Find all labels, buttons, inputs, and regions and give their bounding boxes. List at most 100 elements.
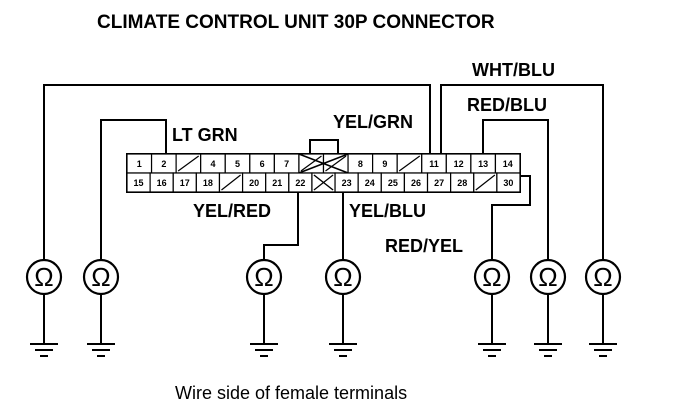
- top-row-cell-2: 2: [150, 153, 177, 174]
- terminal-number: 13: [478, 159, 488, 169]
- meter-6: Ω: [529, 258, 567, 357]
- label-red-yel: RED/YEL: [385, 236, 463, 256]
- ohm-symbol: Ω: [333, 262, 352, 292]
- terminal-number: 22: [295, 178, 305, 188]
- empty-terminal-mark: [221, 174, 241, 191]
- meter-2: Ω: [82, 258, 120, 357]
- label-red-blu: RED/BLU: [467, 95, 547, 115]
- bottom-row-cell-4: 18: [195, 172, 221, 193]
- top-row-cell-16: 14: [494, 153, 521, 174]
- blocked-cavity-cross-b: [298, 153, 349, 174]
- terminal-number: 14: [503, 159, 513, 169]
- diagram-caption: Wire side of female terminals: [175, 383, 407, 403]
- terminal-number: 12: [454, 159, 464, 169]
- empty-terminal-mark: [325, 155, 347, 172]
- terminal-number: 5: [235, 159, 240, 169]
- bottom-row-cell-3: 17: [172, 172, 197, 193]
- bottom-row-cell-15: 28: [450, 172, 475, 193]
- terminal-number: 9: [382, 159, 387, 169]
- terminal-number: 2: [161, 159, 166, 169]
- terminal-number: 24: [365, 178, 375, 188]
- ohm-symbol: Ω: [593, 262, 612, 292]
- terminal-number: 16: [157, 178, 167, 188]
- top-row-cell-12: [396, 153, 423, 174]
- bottom-row-cell-6: 20: [241, 172, 267, 193]
- label-yel-red: YEL/RED: [193, 201, 271, 221]
- terminal-number: 15: [134, 178, 144, 188]
- meter-4: Ω: [324, 258, 362, 357]
- top-row-cell-9: [322, 153, 349, 174]
- top-row-cell-3: [175, 153, 202, 174]
- bottom-row-cell-10: 23: [334, 172, 359, 193]
- terminal-number: 8: [358, 159, 363, 169]
- ohm-symbol: Ω: [91, 262, 110, 292]
- ohm-symbol: Ω: [538, 262, 557, 292]
- wire-red-yel: [491, 175, 531, 260]
- label-yel-blu: YEL/BLU: [349, 201, 426, 221]
- bottom-row-cell-17: 30: [496, 172, 521, 193]
- wire-red-blu: [482, 119, 549, 260]
- top-row-cell-11: 9: [372, 153, 398, 174]
- empty-terminal-mark: [398, 155, 421, 172]
- meter-5: Ω: [473, 258, 511, 357]
- bottom-row-cell-2: 16: [149, 172, 174, 193]
- terminal-cavity: [496, 172, 521, 193]
- bottom-row-cell-11: 24: [357, 172, 382, 193]
- bottom-row-cell-1: 15: [126, 172, 151, 193]
- terminal-number: 20: [249, 178, 259, 188]
- terminal-number: 6: [260, 159, 265, 169]
- wire-yel-red: [263, 192, 299, 260]
- wire-lt-grn: [100, 119, 167, 260]
- connector-latch: [309, 139, 339, 154]
- top-row-cell-6: 6: [249, 153, 275, 174]
- bottom-row-cell-8: 22: [288, 172, 313, 193]
- bottom-row-cell-14: 27: [426, 172, 452, 193]
- blocked-cavity-x-a: [313, 174, 334, 191]
- terminal-number: 27: [434, 178, 444, 188]
- terminal-number: 25: [388, 178, 398, 188]
- meter-7: Ω: [584, 258, 622, 357]
- wires: [43, 84, 604, 260]
- ohm-symbol: Ω: [482, 262, 501, 292]
- top-row-cell-15: 13: [470, 153, 497, 174]
- bottom-row-cell-7: 21: [265, 172, 290, 193]
- wire-wht-blu: [440, 84, 604, 260]
- bottom-row-cell-13: 26: [403, 172, 429, 193]
- terminal-number: 30: [503, 178, 513, 188]
- terminal-number: 17: [180, 178, 190, 188]
- terminal-number: 7: [284, 159, 289, 169]
- ohm-symbol: Ω: [34, 262, 53, 292]
- top-row-cell-1: 1: [126, 153, 153, 174]
- label-yel-grn: YEL/GRN: [333, 112, 413, 132]
- terminal-number: 26: [411, 178, 421, 188]
- meter-3: Ω: [245, 258, 283, 357]
- top-row-cell-4: 4: [200, 153, 226, 174]
- ohm-symbol: Ω: [254, 262, 273, 292]
- empty-terminal-mark: [300, 155, 322, 172]
- terminal-number: 11: [429, 159, 439, 169]
- bottom-row-cell-16: [473, 172, 498, 193]
- top-row-cell-8: [298, 153, 325, 174]
- empty-terminal-mark: [475, 174, 496, 191]
- empty-terminal-mark: [177, 155, 200, 172]
- top-row-cell-7: 7: [273, 153, 300, 174]
- terminal-number: 28: [457, 178, 467, 188]
- diagram-title: CLIMATE CONTROL UNIT 30P CONNECTOR: [97, 12, 495, 33]
- terminal-number: 18: [203, 178, 213, 188]
- wire-far-left: [43, 84, 431, 260]
- top-row-cell-14: 12: [445, 153, 472, 174]
- terminal-number: 21: [272, 178, 282, 188]
- bottom-row-cell-5: [218, 172, 244, 193]
- connector-bottom-row: 15 16 17 18 20 21 22 23 24 25 26 27 28 30: [126, 172, 521, 193]
- terminal-number: 23: [342, 178, 352, 188]
- terminal-number: 4: [210, 159, 215, 169]
- bottom-row-cell-12: 25: [380, 172, 406, 193]
- top-row-cell-13: 11: [421, 153, 447, 174]
- top-row-cell-5: 5: [224, 153, 251, 174]
- label-lt-grn: LT GRN: [172, 125, 238, 145]
- meter-1: Ω: [25, 258, 63, 357]
